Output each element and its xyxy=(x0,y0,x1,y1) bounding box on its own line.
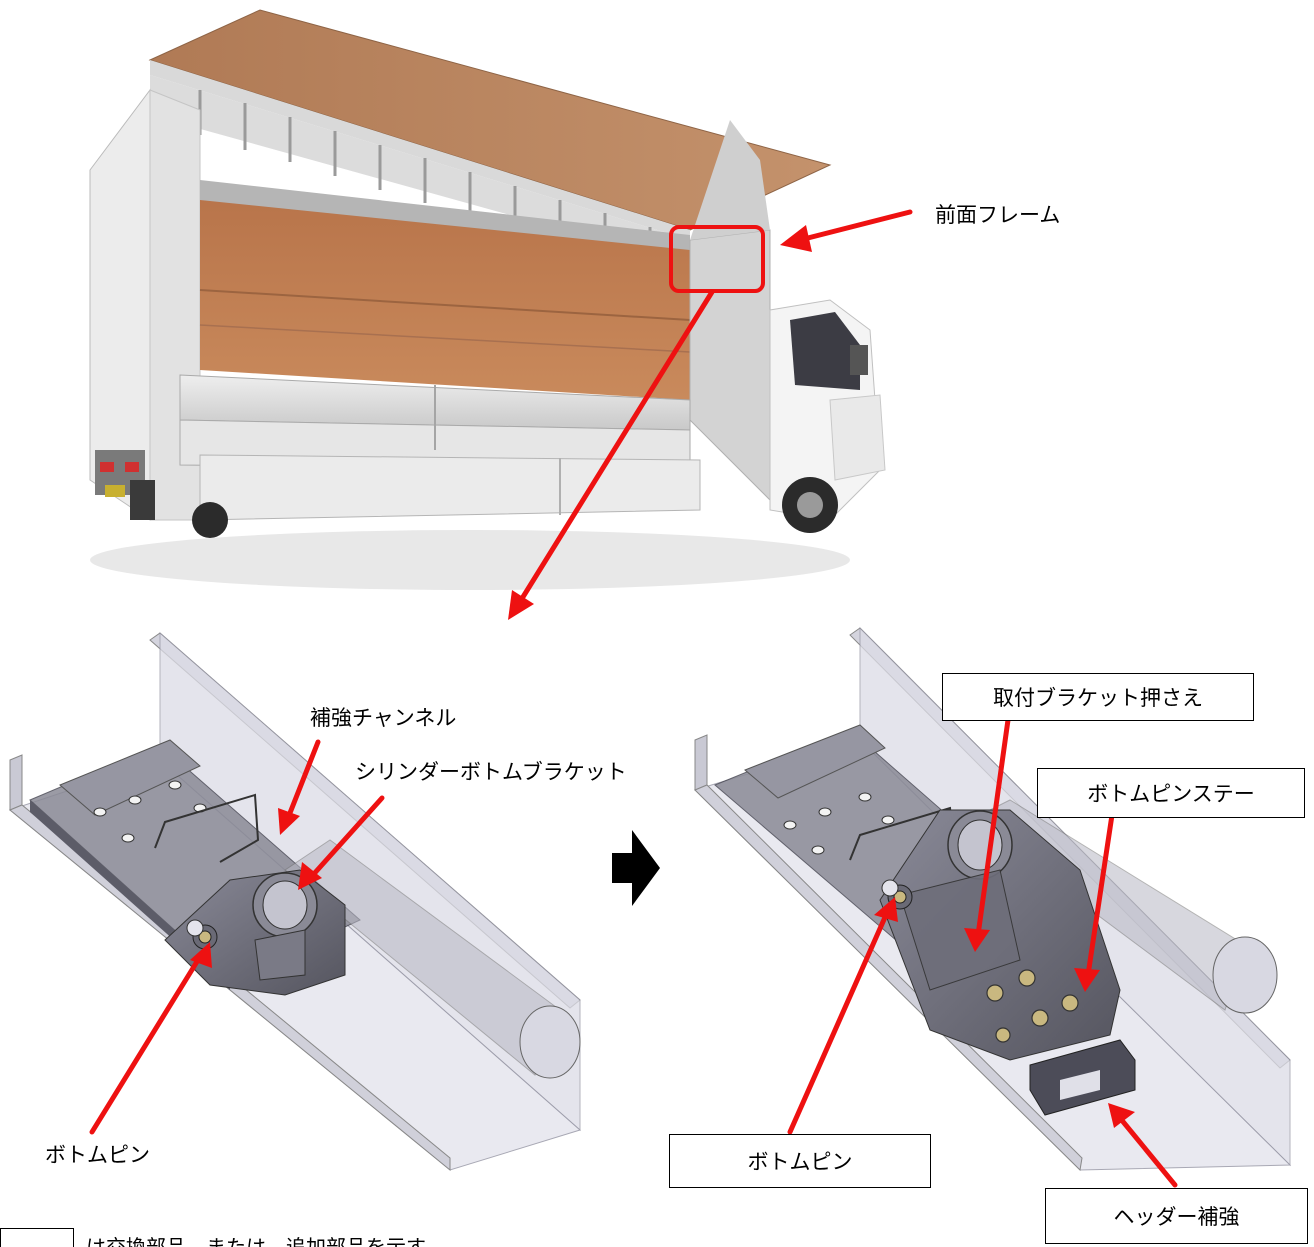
arrow-pin-stay xyxy=(1085,812,1115,978)
front-frame-highlight-box xyxy=(669,225,765,293)
arrow-bottom-pin-left xyxy=(89,957,201,1135)
arrow-zoom xyxy=(515,289,715,608)
callout-arrows xyxy=(89,209,1178,1188)
left-assembly-diagram xyxy=(8,631,582,1172)
right-arrow-icon xyxy=(612,830,660,906)
legend: は交換部品、または、追加部品を示す xyxy=(0,1228,426,1247)
wing-truck-image xyxy=(89,9,886,590)
label-bottom-pin-stay: ボトムピンステー xyxy=(1037,768,1305,818)
right-assembly-diagram xyxy=(694,626,1292,1172)
label-cylinder-bottom-bracket: シリンダーボトムブラケット xyxy=(355,760,627,784)
arrow-mount-holder xyxy=(975,717,1011,938)
legend-text: は交換部品、または、追加部品を示す xyxy=(86,1235,426,1247)
arrow-header-reinforcement xyxy=(1117,1115,1178,1188)
arrow-front-frame xyxy=(797,209,913,243)
arrow-reinforcement-channel xyxy=(285,739,321,821)
arrow-cylinder-bracket-left xyxy=(309,795,385,879)
label-bottom-pin-left: ボトムピン xyxy=(45,1143,150,1167)
label-bottom-pin-right: ボトムピン xyxy=(669,1134,931,1188)
label-front-frame: 前面フレーム xyxy=(935,203,1061,227)
arrow-bottom-pin-right xyxy=(787,912,889,1135)
legend-swatch-box xyxy=(0,1228,74,1247)
label-header-reinforcement: ヘッダー補強 xyxy=(1045,1188,1308,1244)
label-mounting-bracket-holder: 取付ブラケット押さえ xyxy=(942,673,1254,721)
label-reinforcement-channel: 補強チャンネル xyxy=(310,706,457,730)
